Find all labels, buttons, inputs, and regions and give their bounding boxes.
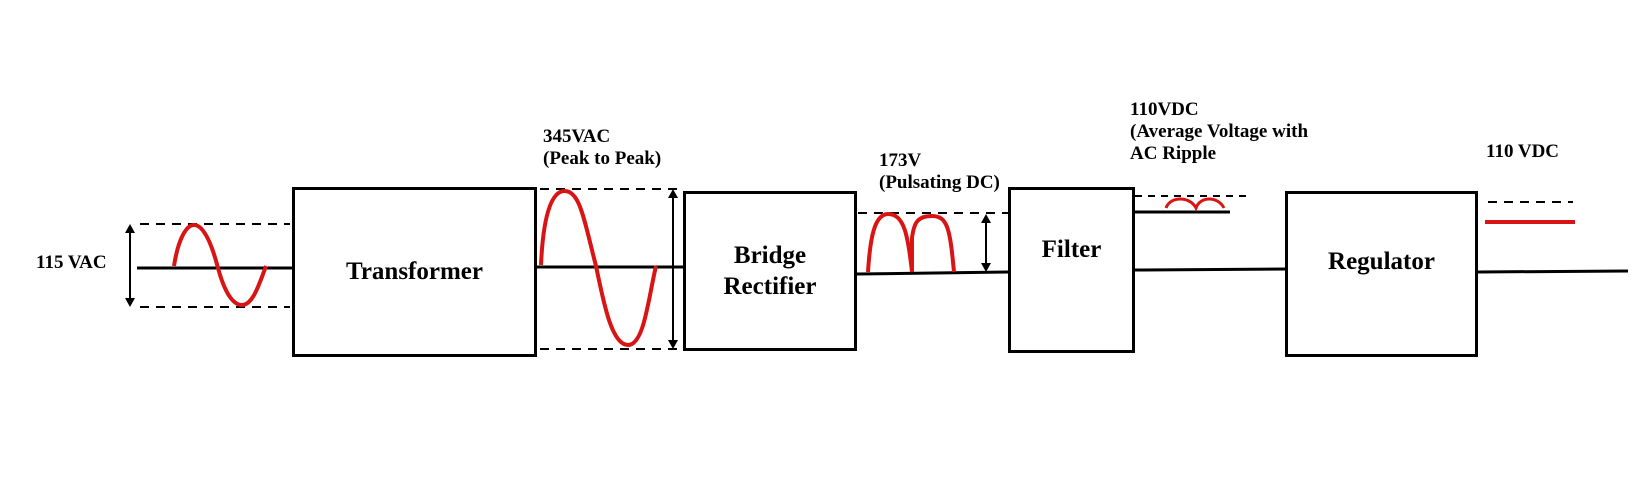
transformer-output-note: (Peak to Peak): [543, 147, 662, 169]
transformer-block: Transformer: [292, 187, 537, 357]
ac-sine-large: [539, 189, 658, 348]
transformer-output-value: 345VAC: [543, 126, 611, 147]
regulator-output-label: 110 VDC: [1486, 141, 1560, 162]
arrowhead-up: [668, 189, 678, 198]
filter-output-line: [1134, 267, 1288, 272]
ac-sine-small: [172, 222, 268, 308]
input-voltage-label: 115 VAC: [36, 252, 107, 273]
input-waveform-group: [125, 222, 290, 308]
rectifier-output-line: [856, 270, 1009, 276]
rectifier-output-group: [858, 211, 1010, 273]
filter-output-note-2: AC Ripple: [1130, 142, 1217, 164]
bridge-rectifier-block: Bridge Rectifier: [683, 191, 857, 351]
arrowhead-down: [125, 298, 135, 307]
arrowhead-up: [981, 214, 991, 223]
arrowhead-down: [668, 340, 678, 349]
arrowhead-up: [125, 224, 135, 233]
transformer-label: Transformer: [346, 258, 483, 286]
rectifier-output-note: (Pulsating DC): [879, 171, 1000, 193]
regulator-label: Regulator: [1328, 248, 1435, 275]
bridge-rectifier-label-line2: Rectifier: [723, 273, 817, 300]
filter-output-group: [1135, 195, 1247, 214]
transformer-output-label: 345VAC (Peak to Peak): [543, 126, 661, 170]
filter-block: Filter: [1008, 187, 1135, 353]
bridge-rectifier-label-line1: Bridge: [733, 241, 807, 269]
dc-ripple: [1164, 197, 1226, 212]
pulsating-dc: [866, 211, 956, 273]
transformer-output-group: [539, 188, 680, 350]
filter-label: Filter: [1041, 236, 1102, 263]
filter-output-label: 110VDC (Average Voltage with AC Ripple: [1130, 99, 1308, 165]
arrowhead-down: [981, 263, 991, 272]
filter-output-note-1: (Average Voltage with: [1130, 120, 1309, 142]
filter-output-value: 110VDC: [1130, 99, 1199, 120]
regulator-output-line: [1477, 269, 1629, 274]
rectifier-output-value: 173V: [879, 150, 922, 171]
regulator-block: Regulator: [1285, 191, 1478, 357]
regulator-output-group: [1485, 201, 1575, 224]
rectifier-output-label: 173V (Pulsating DC): [879, 150, 1000, 194]
